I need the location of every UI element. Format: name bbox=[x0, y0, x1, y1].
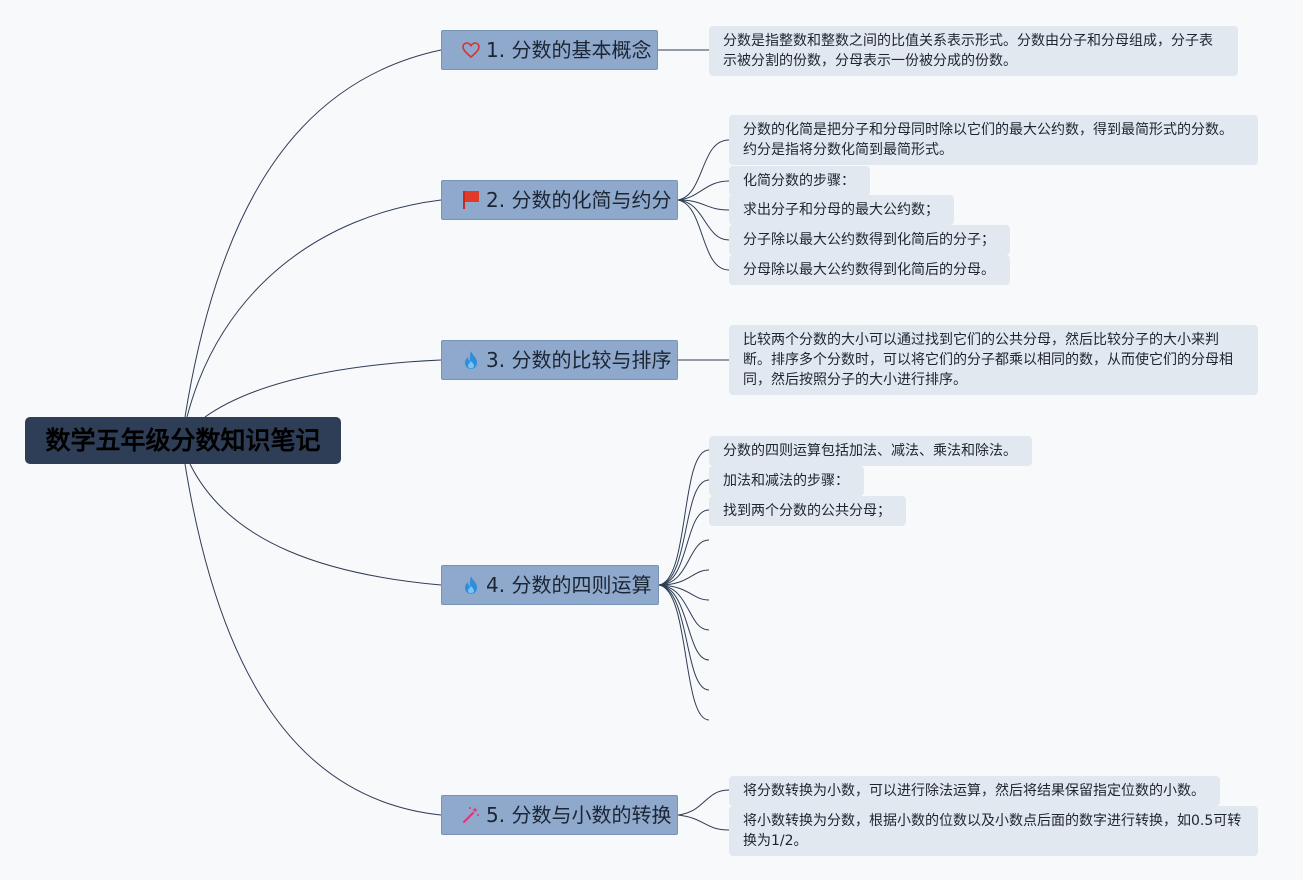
leaf-5-1[interactable]: 将分数转换为小数，可以进行除法运算，然后将结果保留指定位数的小数。 bbox=[729, 776, 1220, 806]
branch-topic-3-label: 3. 分数的比较与排序 bbox=[486, 348, 672, 372]
link-b4-leaf-3 bbox=[658, 509, 710, 586]
heart-icon bbox=[460, 31, 482, 69]
flag-icon bbox=[460, 181, 482, 219]
root-topic[interactable]: 数学五年级分数知识笔记 bbox=[25, 417, 341, 464]
leaf-5-2-text: 将小数转换为分数，根据小数的位数以及小数点后面的数字进行转换，如0.5可转换为1… bbox=[743, 813, 1242, 849]
link-b2-leaf-4 bbox=[677, 199, 730, 241]
root-topic-label: 数学五年级分数知识笔记 bbox=[45, 426, 321, 455]
leaf-4-3[interactable]: 找到两个分数的公共分母； bbox=[709, 496, 906, 526]
branch-topic-5[interactable]: 5. 分数与小数的转换 bbox=[441, 795, 678, 835]
leaf-5-2[interactable]: 将小数转换为分数，根据小数的位数以及小数点后面的数字进行转换，如0.5可转换为1… bbox=[729, 806, 1258, 856]
link-root-branch-2 bbox=[186, 199, 442, 418]
link-b2-leaf-1 bbox=[677, 139, 730, 201]
leaf-1-1-text: 分数是指整数和整数之间的比值关系表示形式。分数由分子和分母组成，分子表示被分割的… bbox=[723, 33, 1213, 69]
leaf-2-5[interactable]: 分母除以最大公约数得到化简后的分母。 bbox=[729, 255, 1010, 285]
link-b4-stub-2 bbox=[658, 569, 710, 586]
link-b4-stub-3 bbox=[658, 584, 710, 601]
leaf-4-3-text: 找到两个分数的公共分母； bbox=[723, 503, 891, 519]
link-b4-stub-6 bbox=[658, 584, 710, 691]
link-b4-stub-4 bbox=[658, 584, 710, 631]
link-b5-leaf-1 bbox=[677, 789, 730, 816]
link-b4-stub-5 bbox=[658, 584, 710, 661]
branch-topic-4-label: 4. 分数的四则运算 bbox=[486, 573, 652, 597]
link-b4-stub-1 bbox=[658, 539, 710, 586]
leaf-2-3[interactable]: 求出分子和分母的最大公约数； bbox=[729, 195, 954, 225]
leaf-2-5-text: 分母除以最大公约数得到化简后的分母。 bbox=[743, 262, 995, 278]
link-b4-leaf-1 bbox=[658, 449, 710, 586]
branch-topic-2[interactable]: 2. 分数的化简与约分 bbox=[441, 180, 678, 220]
leaf-2-1[interactable]: 分数的化简是把分子和分母同时除以它们的最大公约数，得到最简形式的分数。约分是指将… bbox=[729, 115, 1258, 165]
leaf-1-1[interactable]: 分数是指整数和整数之间的比值关系表示形式。分数由分子和分母组成，分子表示被分割的… bbox=[709, 26, 1238, 76]
leaf-2-3-text: 求出分子和分母的最大公约数； bbox=[743, 202, 939, 218]
leaf-2-2[interactable]: 化简分数的步骤： bbox=[729, 166, 870, 196]
leaf-5-1-text: 将分数转换为小数，可以进行除法运算，然后将结果保留指定位数的小数。 bbox=[743, 783, 1205, 799]
leaf-2-4-text: 分子除以最大公约数得到化简后的分子； bbox=[743, 232, 995, 248]
link-b2-leaf-2 bbox=[677, 180, 730, 201]
fire-icon bbox=[460, 566, 482, 604]
leaf-3-1[interactable]: 比较两个分数的大小可以通过找到它们的公共分母，然后比较分子的大小来判断。排序多个… bbox=[729, 325, 1258, 395]
leaf-2-1-text: 分数的化简是把分子和分母同时除以它们的最大公约数，得到最简形式的分数。约分是指将… bbox=[743, 122, 1233, 158]
leaf-4-2-text: 加法和减法的步骤： bbox=[723, 473, 849, 489]
leaf-2-2-text: 化简分数的步骤： bbox=[743, 173, 855, 189]
leaf-3-1-text: 比较两个分数的大小可以通过找到它们的公共分母，然后比较分子的大小来判断。排序多个… bbox=[743, 332, 1233, 388]
branch-topic-1-label: 1. 分数的基本概念 bbox=[486, 38, 652, 62]
leaf-4-1-text: 分数的四则运算包括加法、减法、乘法和除法。 bbox=[723, 443, 1017, 459]
link-b4-stub-7 bbox=[658, 584, 710, 721]
link-b5-leaf-2 bbox=[677, 814, 730, 831]
link-b2-leaf-5 bbox=[677, 199, 730, 271]
magic-wand-icon bbox=[460, 796, 482, 834]
link-root-branch-3 bbox=[204, 359, 442, 418]
link-root-branch-1 bbox=[184, 49, 442, 418]
fire-icon bbox=[460, 341, 482, 379]
leaf-2-4[interactable]: 分子除以最大公约数得到化简后的分子； bbox=[729, 225, 1010, 255]
leaf-4-1[interactable]: 分数的四则运算包括加法、减法、乘法和除法。 bbox=[709, 436, 1032, 466]
branch-topic-2-label: 2. 分数的化简与约分 bbox=[486, 188, 672, 212]
branch-topic-3[interactable]: 3. 分数的比较与排序 bbox=[441, 340, 678, 380]
link-b2-leaf-3 bbox=[677, 199, 730, 211]
link-b4-leaf-2 bbox=[658, 479, 710, 586]
branch-topic-1[interactable]: 1. 分数的基本概念 bbox=[441, 30, 658, 70]
branch-topic-5-label: 5. 分数与小数的转换 bbox=[486, 803, 672, 827]
link-root-branch-5 bbox=[184, 463, 442, 816]
link-root-branch-4 bbox=[189, 463, 442, 586]
leaf-4-2[interactable]: 加法和减法的步骤： bbox=[709, 466, 864, 496]
branch-topic-4[interactable]: 4. 分数的四则运算 bbox=[441, 565, 659, 605]
